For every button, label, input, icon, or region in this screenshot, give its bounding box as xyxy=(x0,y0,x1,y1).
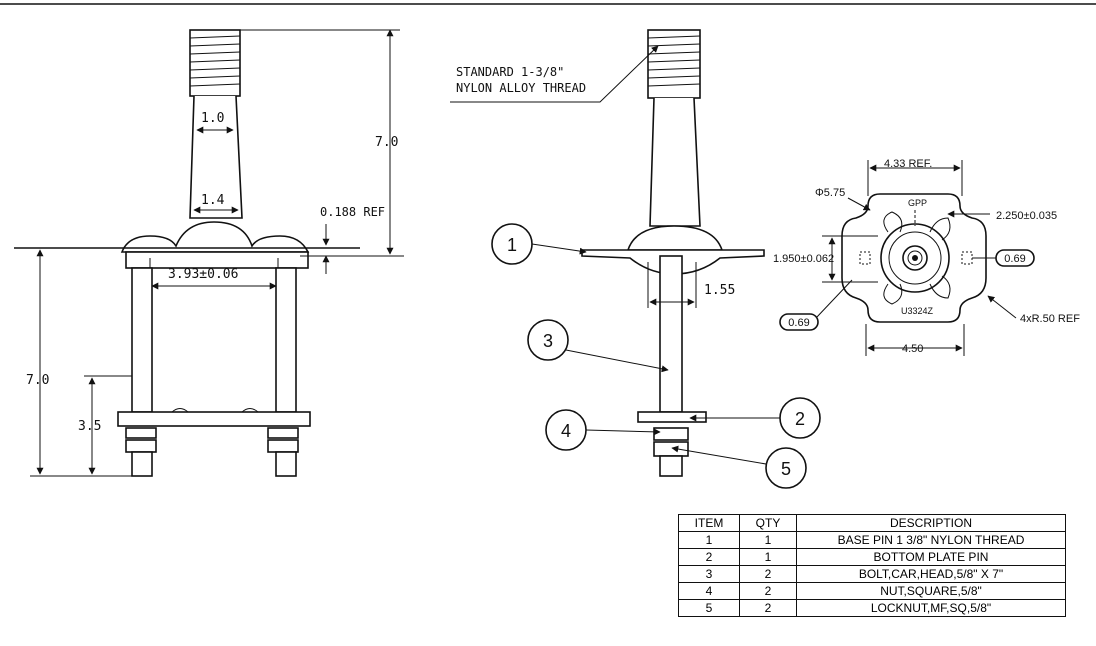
bom-item: 4 xyxy=(678,582,740,600)
balloon-5 xyxy=(765,447,807,489)
bom-description: BOTTOM PLATE PIN xyxy=(796,548,1066,566)
bom-row: 5 2 LOCKNUT,MF,SQ,5/8" xyxy=(678,599,1066,617)
dim-width-ref: 4.33 REF. xyxy=(884,158,932,170)
bom-item: 1 xyxy=(678,531,740,549)
bom-qty: 1 xyxy=(739,531,797,549)
svg-text:3: 3 xyxy=(543,331,553,351)
bom-item: 5 xyxy=(678,599,740,617)
bom-qty: 2 xyxy=(739,565,797,583)
svg-text:5: 5 xyxy=(781,459,791,479)
bom-header-description: DESCRIPTION xyxy=(796,514,1066,532)
dim-bottom-width: 4.50 xyxy=(902,343,923,355)
bom-item: 3 xyxy=(678,565,740,583)
dim-right-bubble xyxy=(995,249,1035,267)
dim-lower-half: 3.5 xyxy=(78,419,101,434)
left-bolt-left xyxy=(131,267,153,413)
left-base-plate xyxy=(125,251,309,269)
top-gpp-label: GPP xyxy=(908,198,927,208)
thread-note-line1: STANDARD 1-3/8" xyxy=(456,65,564,79)
mid-nut xyxy=(653,427,689,441)
dim-hole-spacing: 2.250±0.035 xyxy=(996,210,1057,222)
dim-radius: 4xR.50 REF xyxy=(1020,313,1080,325)
bom-description: NUT,SQUARE,5/8" xyxy=(796,582,1066,600)
bom-qty: 2 xyxy=(739,599,797,617)
bom-description: LOCKNUT,MF,SQ,5/8" xyxy=(796,599,1066,617)
dim-top-dia: 1.0 xyxy=(201,111,224,126)
svg-text:4: 4 xyxy=(561,421,571,441)
bom-row: 2 1 BOTTOM PLATE PIN xyxy=(678,548,1066,566)
bill-of-materials-table: ITEM QTY DESCRIPTION 1 1 BASE PIN 1 3/8"… xyxy=(678,514,1066,617)
bom-header-row: ITEM QTY DESCRIPTION xyxy=(678,514,1066,532)
top-hole-left xyxy=(859,251,871,265)
thread-note-line2: NYLON ALLOY THREAD xyxy=(456,81,586,95)
bom-description: BASE PIN 1 3/8" NYLON THREAD xyxy=(796,531,1066,549)
top-part-no: U3324Z xyxy=(901,306,934,316)
bom-item: 2 xyxy=(678,548,740,566)
bom-header-qty: QTY xyxy=(739,514,797,532)
svg-text:2: 2 xyxy=(795,409,805,429)
middle-view: STANDARD 1-3/8" NYLON ALLOY THREAD 1.55 … xyxy=(450,29,821,489)
dim-dia: Φ5.75 xyxy=(815,187,845,199)
bom-row: 1 1 BASE PIN 1 3/8" NYLON THREAD xyxy=(678,531,1066,549)
bom-qty: 1 xyxy=(739,548,797,566)
mid-thread xyxy=(647,29,701,99)
left-bottom-plate xyxy=(117,411,311,427)
left-locknut-right xyxy=(267,439,299,453)
bom-qty: 2 xyxy=(739,582,797,600)
left-nut-left xyxy=(125,427,157,439)
svg-text:1: 1 xyxy=(507,235,517,255)
left-bolt-right xyxy=(275,267,297,413)
svg-text:0.69: 0.69 xyxy=(788,317,809,329)
dim-total-height: 7.0 xyxy=(375,135,398,150)
left-flange xyxy=(120,221,310,253)
mid-bolt xyxy=(659,255,683,413)
bom-row: 4 2 NUT,SQUARE,5/8" xyxy=(678,582,1066,600)
dim-left-bubble xyxy=(779,313,819,331)
dim-v-spacing: 1.950±0.062 xyxy=(773,253,834,265)
left-locknut-left xyxy=(125,439,157,453)
left-nut-right xyxy=(267,427,299,439)
top-view: 4.33 REF. Φ5.75 GPP 2.250±0.035 1.950±0.… xyxy=(773,158,1080,356)
balloon-3 xyxy=(527,319,569,361)
dim-ref: 0.188 REF xyxy=(320,205,385,219)
bom-description: BOLT,CAR,HEAD,5/8" X 7" xyxy=(796,565,1066,583)
bom-row: 3 2 BOLT,CAR,HEAD,5/8" X 7" xyxy=(678,565,1066,583)
dim-bolt-offset: 1.55 xyxy=(704,283,735,298)
mid-bottom-plate xyxy=(637,411,707,423)
mid-flange xyxy=(626,225,724,251)
dim-mid-dia: 1.4 xyxy=(201,193,225,208)
bom-header-item: ITEM xyxy=(678,514,740,532)
svg-text:0.69: 0.69 xyxy=(1004,253,1025,265)
dim-lower-height: 7.0 xyxy=(26,373,49,388)
left-view: 1.0 1.4 7.0 0.188 REF 3.93±0.06 7.0 3.5 xyxy=(14,29,404,477)
mid-locknut xyxy=(653,441,689,457)
dim-plate-width: 3.93±0.06 xyxy=(168,267,238,282)
mid-shaft xyxy=(649,97,701,227)
